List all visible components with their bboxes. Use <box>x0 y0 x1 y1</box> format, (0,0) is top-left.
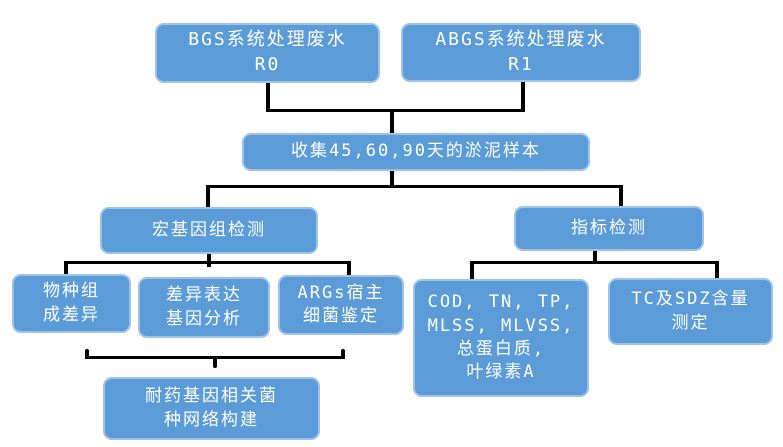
bracket-middle-tick <box>213 356 217 368</box>
node-species-composition: 物种组 成差异 <box>12 274 131 333</box>
connector-line <box>207 254 211 267</box>
connector-line <box>715 261 719 278</box>
connector-line <box>390 171 394 188</box>
connector-line <box>619 185 623 207</box>
node-label: 成差异 <box>43 304 100 325</box>
node-label: MLSS, MLVSS, <box>427 315 575 336</box>
node-label: 耐药基因相关菌 <box>145 386 278 407</box>
node-label: 基因分析 <box>166 308 242 329</box>
connector-line <box>206 185 210 207</box>
node-label: TC及SDZ含量 <box>631 289 750 310</box>
node-indicator-detection: 指标检测 <box>514 206 704 251</box>
node-args-host-bacteria: ARGs宿主 细菌鉴定 <box>278 275 404 335</box>
node-label: 物种组 <box>43 281 100 302</box>
node-label: 种网络构建 <box>164 409 259 430</box>
bracket-end-right <box>341 349 345 359</box>
node-label: ARGs宿主 <box>297 282 385 303</box>
node-label: ABGS系统处理废水 <box>435 28 607 50</box>
node-cod-indicators: COD, TN, TP, MLSS, MLVSS, 总蛋白质, 叶绿素A <box>413 279 589 397</box>
node-label: 叶绿素A <box>466 362 536 383</box>
node-label: 宏基因组检测 <box>152 219 266 240</box>
node-collect-sludge-samples: 收集45,60,90天的淤泥样本 <box>242 133 590 171</box>
node-label: 指标检测 <box>571 217 647 238</box>
node-label: 细菌鉴定 <box>303 306 379 326</box>
connector-line <box>470 261 719 264</box>
node-label: 收集45,60,90天的淤泥样本 <box>291 141 541 162</box>
node-bgs-r0: BGS系统处理废水 R0 <box>155 23 380 83</box>
connector-line <box>206 185 623 188</box>
connector-line <box>390 109 394 133</box>
node-abgs-r1: ABGS系统处理废水 R1 <box>401 23 641 82</box>
node-resistance-gene-network: 耐药基因相关菌 种网络构建 <box>103 377 320 440</box>
connector-line <box>593 251 597 264</box>
connector-line <box>347 261 351 275</box>
connector-line <box>266 83 270 112</box>
node-label: 总蛋白质, <box>456 339 546 359</box>
node-metagenome-detection: 宏基因组检测 <box>100 207 318 254</box>
node-label: R1 <box>508 53 534 75</box>
connector-line <box>64 261 351 264</box>
node-differential-expression: 差异表达 基因分析 <box>138 277 270 338</box>
connector-line <box>521 82 525 112</box>
node-label: COD, TN, TP, <box>427 292 575 313</box>
node-label: 差异表达 <box>166 285 242 306</box>
node-label: 测定 <box>671 312 710 333</box>
node-tc-sdz-measurement: TC及SDZ含量 测定 <box>608 278 773 345</box>
bracket-end-left <box>85 349 89 359</box>
connector-line <box>64 261 68 274</box>
node-label: R0 <box>254 54 281 75</box>
node-label: BGS系统处理废水 <box>188 29 347 51</box>
connector-line <box>266 109 525 112</box>
connector-line <box>470 261 474 279</box>
